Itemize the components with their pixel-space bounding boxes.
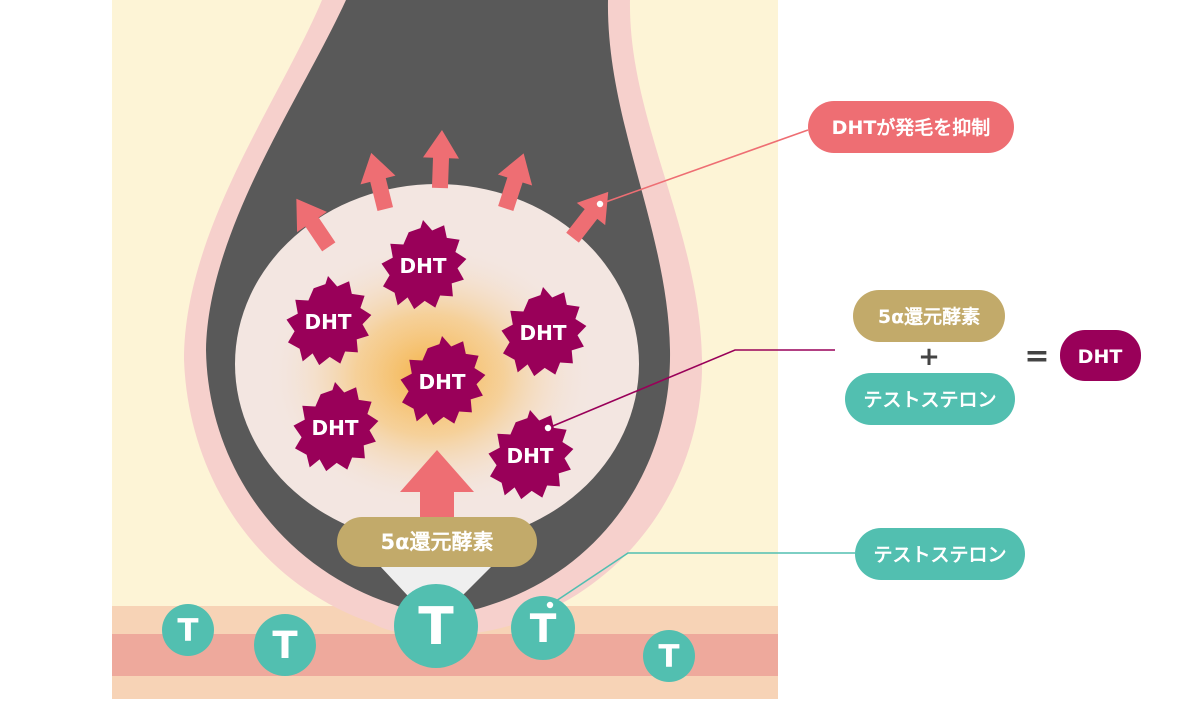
equation-enzyme-pill xyxy=(853,290,1005,342)
up-arrow-icon xyxy=(360,152,396,212)
equation-dht-text: DHT xyxy=(1078,346,1123,368)
dht-molecule: DHT xyxy=(400,336,486,426)
suppress-leader-line xyxy=(599,129,809,205)
conversion-arrow-icon xyxy=(400,450,474,520)
leader-lines xyxy=(543,129,855,610)
testosterone-callout: テストステロン xyxy=(855,528,1025,580)
dht-label: DHT xyxy=(520,321,567,345)
testosterone-callout-text: テストステロン xyxy=(873,544,1006,566)
dht-label: DHT xyxy=(312,416,359,440)
enzyme-label-text: 5α還元酵素 xyxy=(380,530,493,554)
formation-equation: 5α還元酵素 + テストステロン = DHT xyxy=(845,290,1141,425)
testosterone-molecule: T xyxy=(394,584,478,668)
dht-molecule: DHT xyxy=(286,276,372,366)
up-arrow-icon xyxy=(497,153,533,212)
equation-dht-pill xyxy=(1060,330,1141,381)
dht-molecule: DHT xyxy=(501,287,587,377)
testosterone-symbol: T xyxy=(658,639,679,675)
testosterone-molecule: T xyxy=(162,604,214,656)
dht-label: DHT xyxy=(419,370,466,394)
testosterone-symbol: T xyxy=(272,624,298,667)
testosterone-molecule: T xyxy=(511,596,575,660)
reaction-beam xyxy=(380,566,492,596)
suppress-callout-text: DHTが発毛を抑制 xyxy=(832,116,991,139)
testosterone-symbol: T xyxy=(177,613,198,649)
testosterone-molecule: T xyxy=(254,614,316,676)
dht-label: DHT xyxy=(305,310,352,334)
enzyme-label-inner: 5α還元酵素 xyxy=(337,517,537,567)
testosterone-symbol: T xyxy=(418,597,454,657)
up-arrow-icon xyxy=(423,130,459,189)
up-arrow-icon xyxy=(296,198,336,252)
dht-molecule: DHT xyxy=(488,410,574,500)
equation-equals-sign: = xyxy=(1024,339,1049,374)
dht-molecule: DHT xyxy=(293,382,379,472)
equation-testosterone-pill xyxy=(845,373,1015,425)
dht-label: DHT xyxy=(400,254,447,278)
dht-leader-line xyxy=(547,349,835,429)
testosterone-leader-line xyxy=(549,552,855,606)
dht-molecule: DHT xyxy=(381,220,467,310)
suppress-callout: DHTが発毛を抑制 xyxy=(808,101,1014,153)
testosterone-symbol: T xyxy=(530,607,557,652)
testosterone-molecule: T xyxy=(643,630,695,682)
equation-enzyme-text: 5α還元酵素 xyxy=(878,305,980,328)
equation-plus-sign: + xyxy=(918,342,940,372)
equation-testosterone-text: テストステロン xyxy=(863,389,996,411)
dht-label: DHT xyxy=(507,444,554,468)
